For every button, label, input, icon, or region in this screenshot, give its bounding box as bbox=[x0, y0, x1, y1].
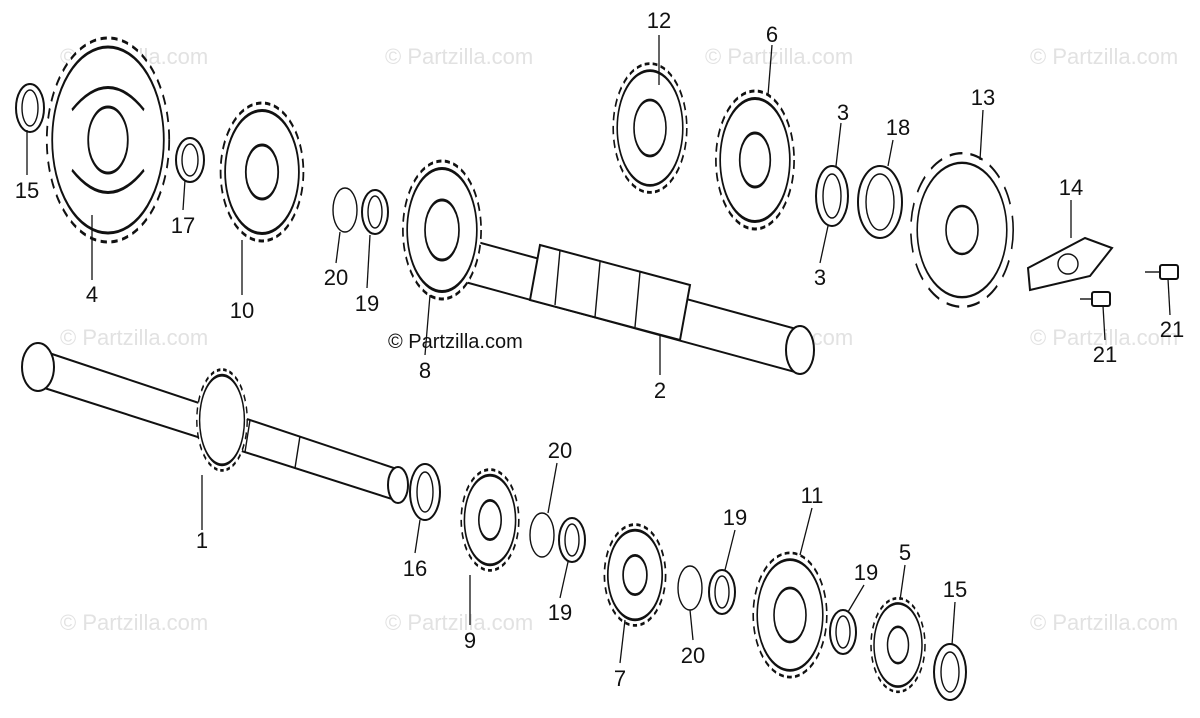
callout-18: 18 bbox=[886, 115, 910, 140]
callout-20-lower-a: 20 bbox=[548, 438, 572, 463]
callout-3-lower: 3 bbox=[814, 265, 826, 290]
washer-19-lower-b bbox=[708, 569, 736, 615]
gear-7 bbox=[603, 523, 667, 627]
callout-8: 8 bbox=[419, 358, 431, 383]
callout-13: 13 bbox=[971, 85, 995, 110]
gear-12 bbox=[611, 62, 689, 194]
circlip-20-upper bbox=[332, 187, 358, 233]
watermarks: © Partzilla.com © Partzilla.com © Partzi… bbox=[60, 44, 1178, 635]
callout-7: 7 bbox=[614, 666, 626, 691]
watermark-text: © Partzilla.com bbox=[385, 610, 533, 635]
bolt-21-a bbox=[1080, 291, 1111, 307]
gear-4 bbox=[45, 36, 171, 244]
watermark-text: © Partzilla.com bbox=[60, 325, 208, 350]
washer-16 bbox=[409, 463, 441, 521]
callout-19-lower-a: 19 bbox=[548, 600, 572, 625]
washer-17 bbox=[175, 137, 205, 183]
callout-15-bottom: 15 bbox=[943, 577, 967, 602]
callout-12: 12 bbox=[647, 8, 671, 33]
watermark-text: © Partzilla.com bbox=[705, 44, 853, 69]
callout-19-lower-b: 19 bbox=[723, 505, 747, 530]
callout-5: 5 bbox=[899, 540, 911, 565]
callout-1: 1 bbox=[196, 528, 208, 553]
callout-15-top: 15 bbox=[15, 178, 39, 203]
washer-15-top bbox=[15, 83, 45, 133]
callout-20-upper: 20 bbox=[324, 265, 348, 290]
callout-3-upper: 3 bbox=[837, 100, 849, 125]
countershaft bbox=[463, 238, 815, 375]
callout-10: 10 bbox=[230, 298, 254, 323]
callout-11: 11 bbox=[801, 483, 824, 508]
gear-5 bbox=[869, 596, 927, 694]
callout-16: 16 bbox=[403, 556, 427, 581]
gear-8 bbox=[401, 159, 483, 301]
callouts: 1 2 3 3 4 5 6 7 8 9 10 11 12 13 14 15 15… bbox=[15, 8, 1184, 691]
callout-20-lower-b: 20 bbox=[681, 643, 705, 668]
callout-14: 14 bbox=[1059, 175, 1083, 200]
washer-18 bbox=[857, 165, 903, 239]
circlip-20-lower-a bbox=[529, 512, 555, 558]
leader-lines bbox=[26, 35, 1171, 664]
mainshaft-gear bbox=[195, 368, 249, 472]
callout-17: 17 bbox=[171, 213, 195, 238]
gear-10 bbox=[219, 101, 305, 243]
watermark-text: © Partzilla.com bbox=[1030, 610, 1178, 635]
collar-3 bbox=[815, 165, 849, 227]
watermark-text: © Partzilla.com bbox=[385, 44, 533, 69]
callout-6: 6 bbox=[766, 22, 778, 47]
washer-15-bottom bbox=[933, 643, 967, 701]
callout-4: 4 bbox=[86, 282, 98, 307]
gear-6 bbox=[714, 89, 796, 231]
washer-19-upper bbox=[361, 189, 389, 235]
bolt-21-b bbox=[1145, 264, 1179, 280]
callout-21-b: 21 bbox=[1160, 317, 1184, 342]
circlip-20-lower-b bbox=[677, 565, 703, 611]
callout-19-lower-c: 19 bbox=[854, 560, 878, 585]
callout-19-upper: 19 bbox=[355, 291, 379, 316]
gear-9 bbox=[459, 468, 521, 572]
watermark-text: © Partzilla.com bbox=[1030, 44, 1178, 69]
gear-11 bbox=[751, 551, 829, 679]
drive-sprocket-13 bbox=[909, 151, 1015, 309]
washer-19-lower-a bbox=[558, 517, 586, 563]
partzilla-credit: © Partzilla.com bbox=[388, 331, 523, 353]
watermark-text: © Partzilla.com bbox=[60, 610, 208, 635]
callout-21-a: 21 bbox=[1093, 342, 1117, 367]
callout-2: 2 bbox=[654, 378, 666, 403]
sprocket-plate-14 bbox=[1026, 236, 1114, 292]
washer-19-lower-c bbox=[829, 609, 857, 655]
callout-9: 9 bbox=[464, 628, 476, 653]
